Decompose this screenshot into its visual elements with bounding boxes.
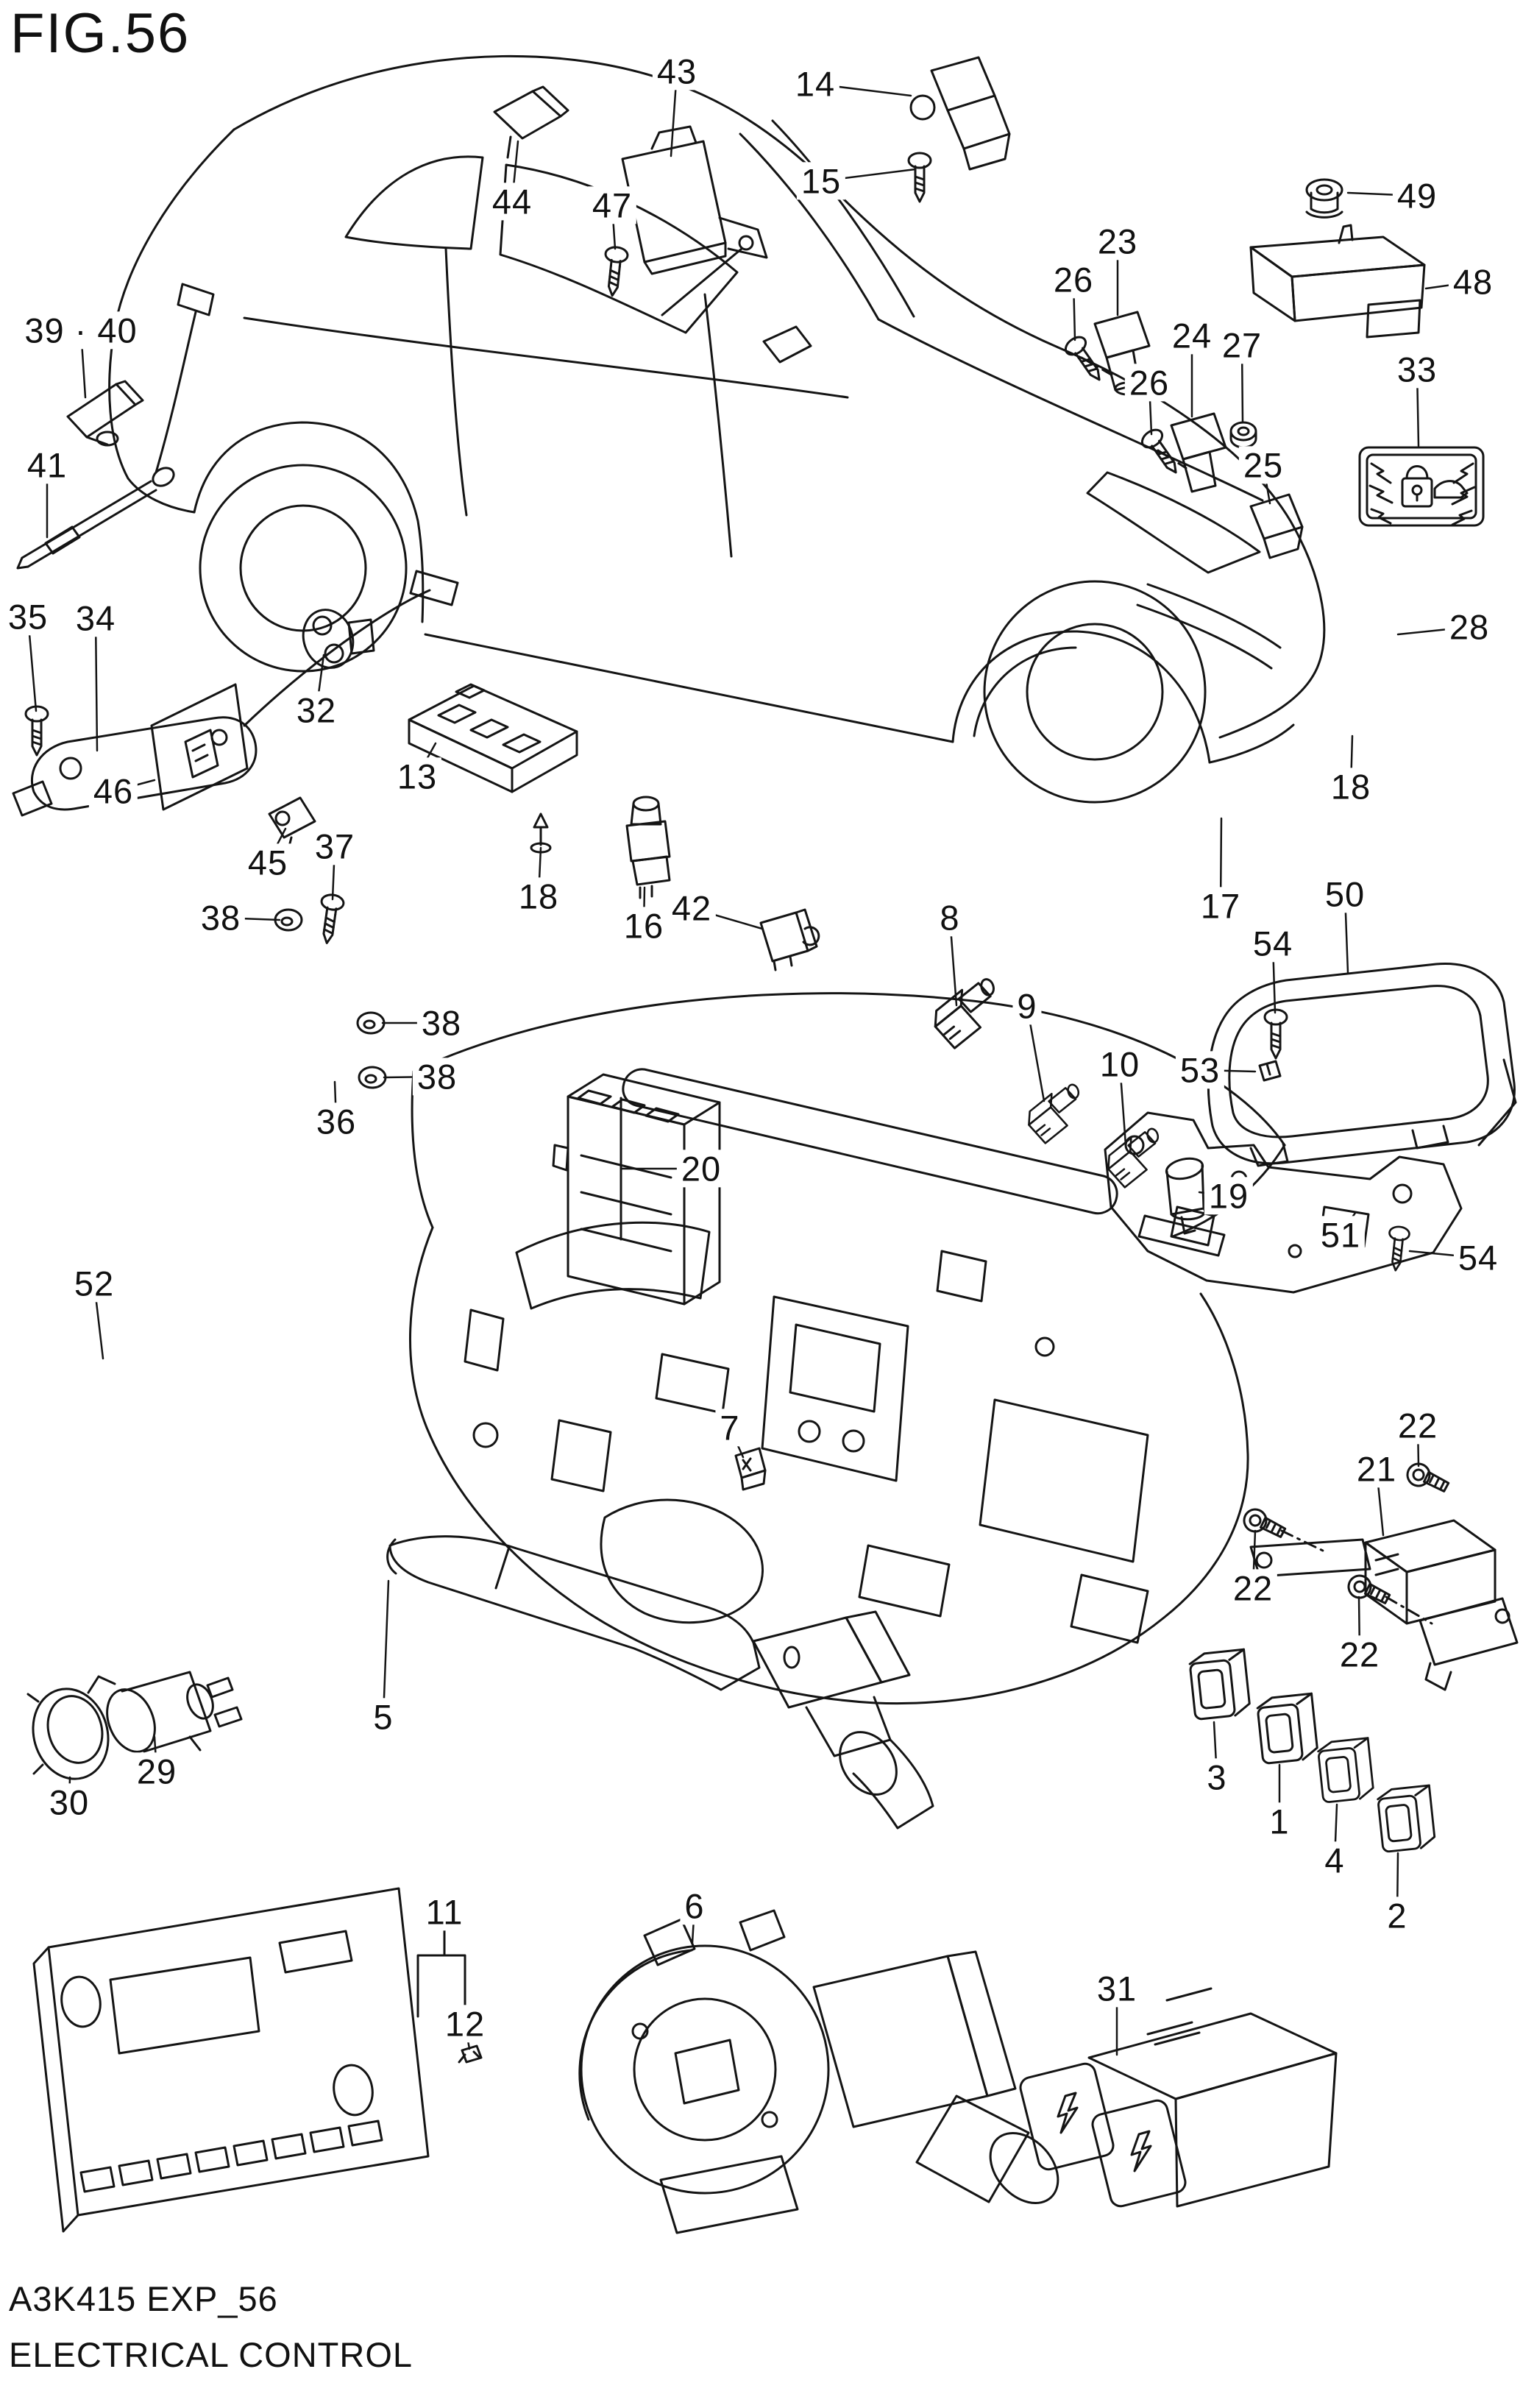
- callout-38: 38: [416, 1004, 466, 1042]
- callout-19: 19: [1204, 1177, 1254, 1215]
- callout-8: 8: [935, 899, 965, 937]
- callout-18: 18: [1326, 768, 1376, 806]
- callout-24: 24: [1167, 316, 1217, 355]
- dashboard-frame-drawing: [409, 992, 1286, 1705]
- car-body-drawing: [108, 54, 1326, 804]
- part-34-bracket: [12, 570, 459, 817]
- callout-35: 35: [3, 598, 53, 636]
- callout-22: 22: [1393, 1406, 1443, 1445]
- callout-22: 22: [1228, 1569, 1278, 1607]
- part-11-climate-control: [32, 1887, 466, 2233]
- part-14-sensor: [909, 56, 1011, 171]
- callout-3: 3: [1202, 1758, 1232, 1796]
- callout-47: 47: [587, 186, 637, 224]
- leader-line-5: [382, 1579, 390, 1718]
- footer-section-caption: ELECTRICAL CONTROL: [9, 2335, 413, 2374]
- part-20-ecu: [552, 1073, 721, 1306]
- callout-34: 34: [71, 599, 121, 637]
- callout-38: 38: [412, 1058, 462, 1096]
- part-24-impact-sensor: [1170, 412, 1227, 493]
- part-25-sensor: [1249, 493, 1304, 559]
- callout-43: 43: [652, 52, 702, 91]
- callout-13: 13: [392, 757, 442, 796]
- part-6-clock-spring: [578, 1909, 1059, 2234]
- callout-54: 54: [1453, 1239, 1503, 1277]
- callout-18: 18: [514, 877, 564, 916]
- callout-12: 12: [440, 2005, 490, 2043]
- callout-32: 32: [291, 691, 341, 729]
- callout-52: 52: [69, 1264, 119, 1303]
- callout-38: 38: [196, 899, 246, 937]
- parts-drawings: [12, 56, 1519, 2234]
- callout-28: 28: [1444, 608, 1494, 646]
- callout-11: 11: [421, 1893, 468, 1931]
- callout-29: 29: [132, 1752, 182, 1791]
- callout-33: 33: [1392, 350, 1442, 389]
- callout-4: 4: [1320, 1841, 1349, 1880]
- callout-10: 10: [1095, 1045, 1145, 1083]
- callout-9: 9: [1012, 987, 1042, 1025]
- part-49-nut: [1305, 178, 1343, 219]
- callout-51: 51: [1316, 1216, 1366, 1254]
- callout-36: 36: [311, 1102, 361, 1141]
- part-33-security-label: [1358, 446, 1485, 527]
- callout-30: 30: [44, 1783, 94, 1821]
- part-12-clip: [458, 2044, 483, 2064]
- callout-22: 22: [1335, 1635, 1385, 1674]
- part-50-cover: [1207, 962, 1517, 1167]
- callout-1: 1: [1265, 1802, 1294, 1841]
- callout-23: 23: [1093, 222, 1143, 261]
- part-21-airbag-module: [1249, 1519, 1519, 1691]
- part-32-sensor: [302, 609, 375, 669]
- part-29-lighter-element: [106, 1671, 243, 1753]
- callout-17: 17: [1196, 887, 1246, 925]
- callout-39-40: 39 · 40: [20, 311, 142, 350]
- callout-31: 31: [1092, 1969, 1142, 2008]
- part-31-socket-switch: [1019, 1987, 1338, 2208]
- part-44-sensor: [493, 85, 569, 159]
- callout-49: 49: [1392, 177, 1442, 215]
- part-42-relay: [759, 908, 820, 971]
- callout-5: 5: [369, 1698, 398, 1736]
- footer-catalog-code: A3K415 EXP_56: [9, 2279, 278, 2318]
- part-16-switch: [625, 796, 671, 899]
- leader-line-34: [94, 617, 99, 752]
- callout-15: 15: [796, 162, 846, 200]
- callout-21: 21: [1352, 1450, 1402, 1488]
- figure-title: FIG.56: [10, 2, 191, 65]
- part-5-combination-switch: [386, 1535, 934, 1830]
- part-43-module: [621, 125, 768, 316]
- callout-26: 26: [1048, 261, 1098, 299]
- callout-45: 45: [243, 843, 293, 882]
- callout-25: 25: [1238, 446, 1288, 484]
- part-48-controller: [1249, 224, 1426, 339]
- part-45-sensor: [268, 796, 316, 851]
- callout-20: 20: [676, 1150, 726, 1188]
- callout-41: 41: [22, 446, 72, 484]
- callout-27: 27: [1217, 326, 1267, 364]
- callout-53: 53: [1175, 1051, 1225, 1089]
- callout-16: 16: [619, 907, 669, 945]
- callout-48: 48: [1448, 263, 1498, 301]
- callout-37: 37: [310, 827, 360, 865]
- part-46-clip: [150, 683, 249, 811]
- callout-54: 54: [1248, 924, 1298, 963]
- callout-46: 46: [88, 772, 138, 810]
- part-13-window-switch: [408, 683, 578, 793]
- part-53-clip: [1258, 1060, 1282, 1082]
- callout-2: 2: [1382, 1897, 1412, 1935]
- part-30-ring: [26, 1675, 116, 1780]
- part-39-40-sensor: [66, 380, 144, 447]
- callout-7: 7: [715, 1409, 745, 1447]
- callout-6: 6: [680, 1887, 709, 1925]
- callout-14: 14: [790, 65, 840, 103]
- callout-42: 42: [667, 889, 717, 927]
- callout-26: 26: [1124, 364, 1174, 402]
- part-7-switch: [734, 1447, 767, 1491]
- part-41-antenna: [16, 283, 215, 570]
- callout-44: 44: [487, 183, 537, 221]
- callout-50: 50: [1320, 875, 1370, 913]
